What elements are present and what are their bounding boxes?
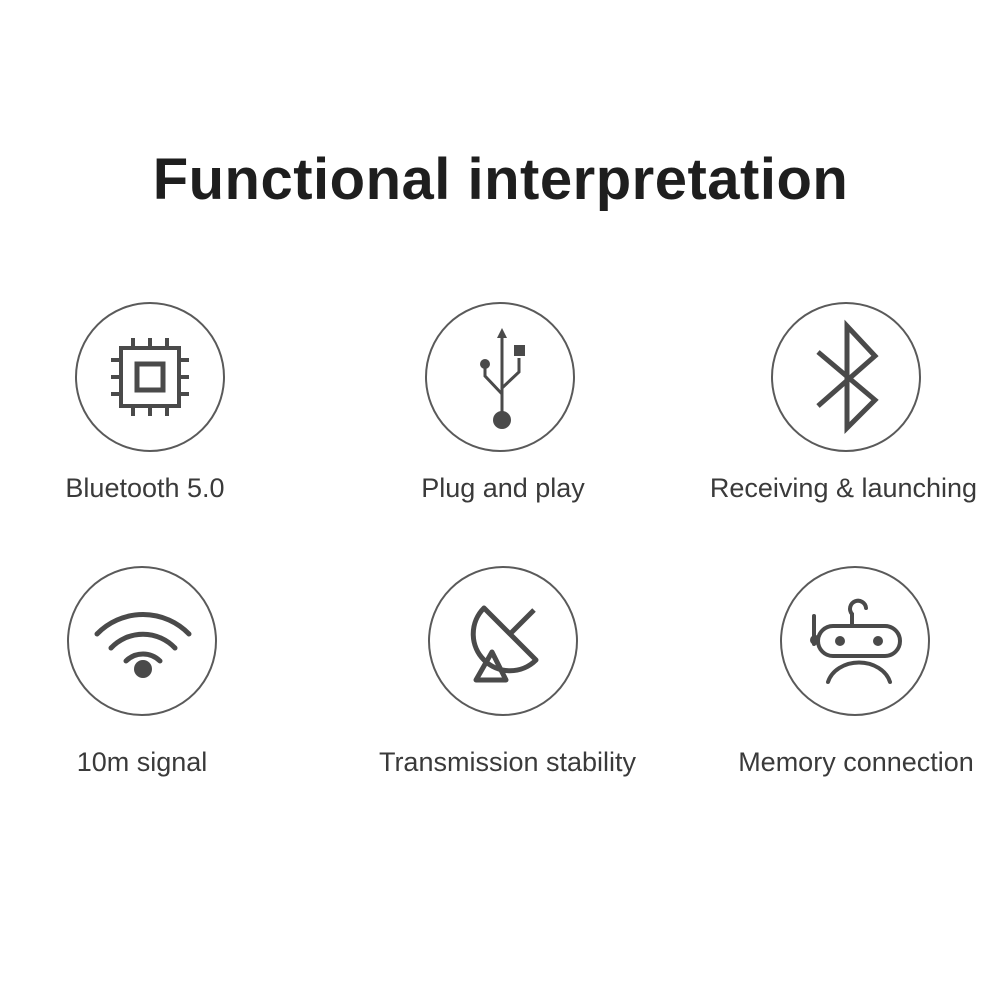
- feature-plug-and-play: [425, 302, 575, 452]
- feature-transmission-stability: [428, 566, 578, 716]
- icon-circle: [780, 566, 930, 716]
- bluetooth-icon: [816, 319, 879, 435]
- satellite-dish-icon: [470, 605, 539, 683]
- icon-circle: [425, 302, 575, 452]
- feature-receiving-launching: [771, 302, 921, 452]
- feature-label-bluetooth-5: Bluetooth 5.0: [65, 473, 225, 503]
- feature-label-plug-and-play: Plug and play: [421, 473, 585, 503]
- icon-circle: [75, 302, 225, 452]
- icon-circle: [67, 566, 217, 716]
- feature-label-transmission-stability: Transmission stability: [378, 747, 637, 777]
- icon-circle: [428, 566, 578, 716]
- chip-icon: [111, 338, 189, 416]
- feature-label-receiving-launching: Receiving & launching: [709, 473, 978, 503]
- page-title: Functional interpretation: [152, 147, 849, 212]
- feature-bluetooth-5: [75, 302, 225, 452]
- usb-icon: [480, 328, 525, 429]
- robot-icon: [810, 598, 902, 684]
- feature-memory-connection: [780, 566, 930, 716]
- feature-10m-signal: [67, 566, 217, 716]
- wifi-signal-icon: [94, 612, 192, 678]
- feature-label-memory-connection: Memory connection: [738, 747, 974, 777]
- icon-circle: [771, 302, 921, 452]
- feature-label-10m-signal: 10m signal: [76, 747, 208, 777]
